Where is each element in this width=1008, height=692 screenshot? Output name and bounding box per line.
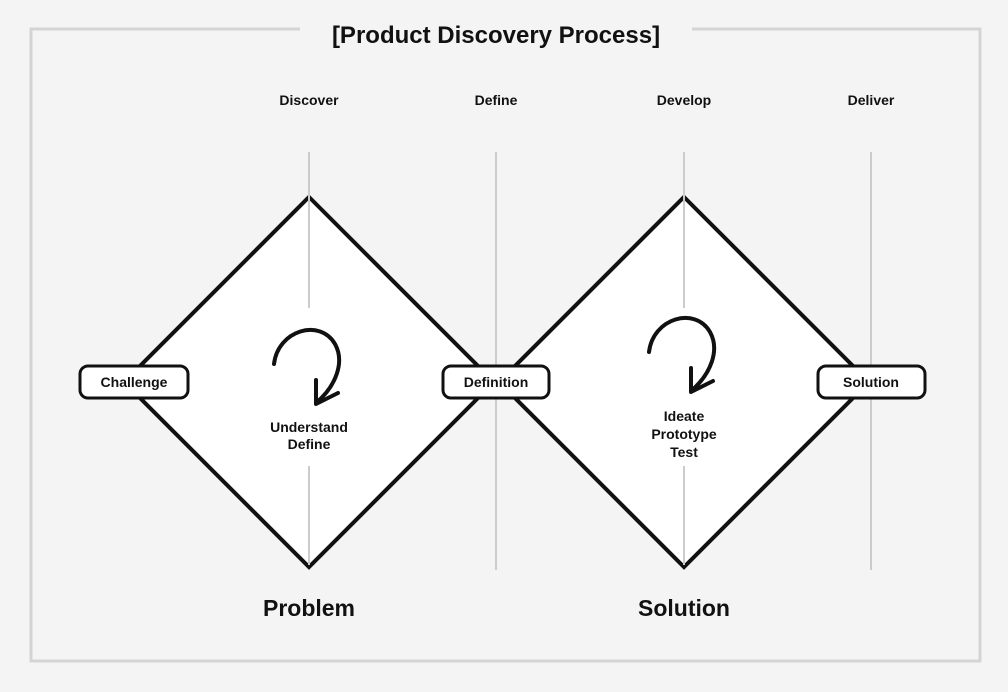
phase-label-define: Define: [475, 92, 518, 108]
phase-label-develop: Develop: [657, 92, 711, 108]
diamond-problem: [121, 194, 497, 570]
activity-label: Define: [288, 436, 331, 452]
diagram-title: [Product Discovery Process]: [332, 22, 660, 49]
activity-label: Ideate: [664, 408, 705, 424]
frame-border: [29, 27, 982, 663]
phase-label-deliver: Deliver: [848, 92, 895, 108]
iterate-arrow-icon: [272, 327, 341, 406]
activity-label: Prototype: [651, 426, 717, 442]
node-challenge: Challenge: [78, 364, 190, 400]
diamond-solution: [496, 194, 872, 570]
node-challenge-label: Challenge: [101, 374, 168, 390]
iterate-arrow-icon: [647, 315, 716, 394]
node-solution: Solution: [816, 364, 927, 400]
node-definition-label: Definition: [464, 374, 529, 390]
node-definition: Definition: [441, 364, 551, 400]
activity-label: Understand: [270, 419, 348, 435]
activity-label: Test: [670, 444, 698, 460]
section-label-solution: Solution: [638, 595, 730, 621]
node-solution-label: Solution: [843, 374, 899, 390]
phase-label-discover: Discover: [279, 92, 339, 108]
section-label-problem: Problem: [263, 595, 355, 621]
